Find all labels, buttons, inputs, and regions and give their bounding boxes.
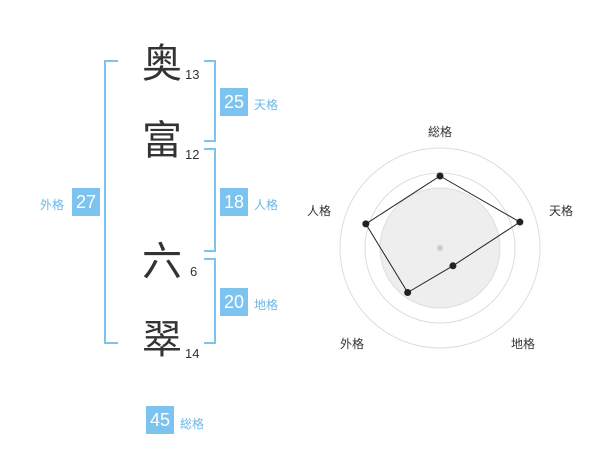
radar-label-tenkaku: 天格 — [549, 204, 574, 218]
name-char-4: 翠 — [142, 317, 182, 363]
tenkaku-label: 天格 — [254, 98, 279, 112]
soukaku-label: 総格 — [180, 417, 205, 431]
gaikaku-bracket — [104, 60, 118, 344]
name-char-2: 富 — [142, 118, 182, 164]
radar-center — [437, 245, 443, 251]
radar-point-4 — [362, 220, 370, 228]
radar-point-2 — [449, 262, 457, 270]
radar-point-0 — [436, 172, 444, 180]
stroke-count-2: 12 — [185, 147, 200, 162]
jinkaku-bracket — [204, 148, 216, 252]
gaikaku-value: 27 — [72, 188, 100, 216]
radar-polygon — [365, 175, 521, 294]
name-char-3: 六 — [142, 239, 182, 285]
chikaku-value: 20 — [220, 288, 248, 316]
soukaku-value: 45 — [146, 406, 174, 434]
stroke-count-1: 13 — [185, 67, 200, 82]
stroke-count-3: 6 — [190, 264, 198, 279]
stroke-count-4: 14 — [185, 346, 200, 361]
radar-label-jinkaku: 人格 — [307, 204, 332, 218]
radar-point-1 — [516, 218, 524, 226]
tenkaku-bracket — [204, 60, 216, 142]
gaikaku-label: 外格 — [40, 198, 65, 212]
radar-label-chikaku: 地格 — [511, 337, 536, 351]
jinkaku-label: 人格 — [254, 198, 279, 212]
radar-points — [362, 172, 524, 296]
radar-label-gaikaku: 外格 — [340, 337, 365, 351]
radar-label-soukaku: 総格 — [428, 125, 453, 139]
jinkaku-value: 18 — [220, 188, 248, 216]
tenkaku-value: 25 — [220, 88, 248, 116]
radar-point-3 — [404, 288, 412, 296]
name-char-1: 奥 — [142, 41, 182, 87]
chikaku-label: 地格 — [254, 298, 279, 312]
chikaku-bracket — [204, 258, 216, 344]
